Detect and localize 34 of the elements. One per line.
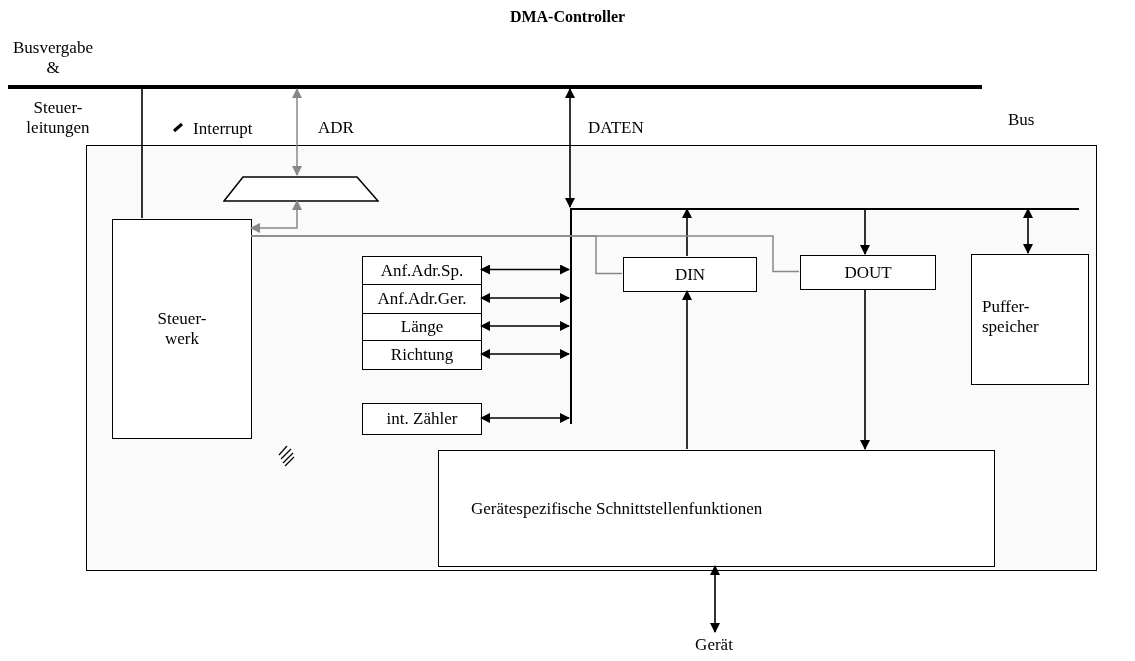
address-driver-trapezoid [223, 176, 379, 202]
bus-label: Bus [1008, 110, 1035, 130]
buffer-memory-box: Puffer- speicher [971, 254, 1089, 385]
connector-arrow [1023, 208, 1033, 254]
device-label: Gerät [688, 634, 740, 656]
connector-arrow [480, 293, 570, 303]
control-lines-label: Steuer- leitungen [25, 98, 91, 138]
counter-box: int. Zähler [362, 403, 482, 435]
bus-assignment-label: Busvergabe & [12, 38, 94, 78]
signal-arrow [292, 88, 302, 176]
signal-arrow [250, 200, 302, 233]
data-in-box: DIN [623, 257, 757, 292]
connector-arrow [480, 413, 570, 423]
interface-functions-box: Gerätespezifische Schnittstellenfunktionen [438, 450, 995, 567]
register-box: Anf.Adr.Ger. [362, 284, 482, 314]
register-box: Länge [362, 313, 482, 341]
connector-arrow [682, 208, 692, 257]
internal-bus-line [570, 208, 572, 424]
internal-bus-line [570, 208, 1079, 210]
data-out-box: DOUT [800, 255, 936, 290]
connector-arrow [682, 290, 692, 450]
interrupt-label: Interrupt [193, 119, 253, 139]
connector-arrow [710, 565, 720, 633]
connector-arrow [480, 321, 570, 331]
connector-arrow [860, 208, 870, 255]
register-box: Richtung [362, 340, 482, 370]
control-unit-box: Steuer- werk [112, 219, 252, 439]
connector-arrow [480, 264, 570, 275]
diagram-title: DMA-Controller [508, 8, 627, 27]
controller-box [86, 145, 1097, 571]
connector-arrow [480, 349, 570, 359]
register-box: Anf.Adr.Sp. [362, 256, 482, 285]
connector-arrow [565, 88, 575, 208]
connector-arrow [860, 288, 870, 450]
